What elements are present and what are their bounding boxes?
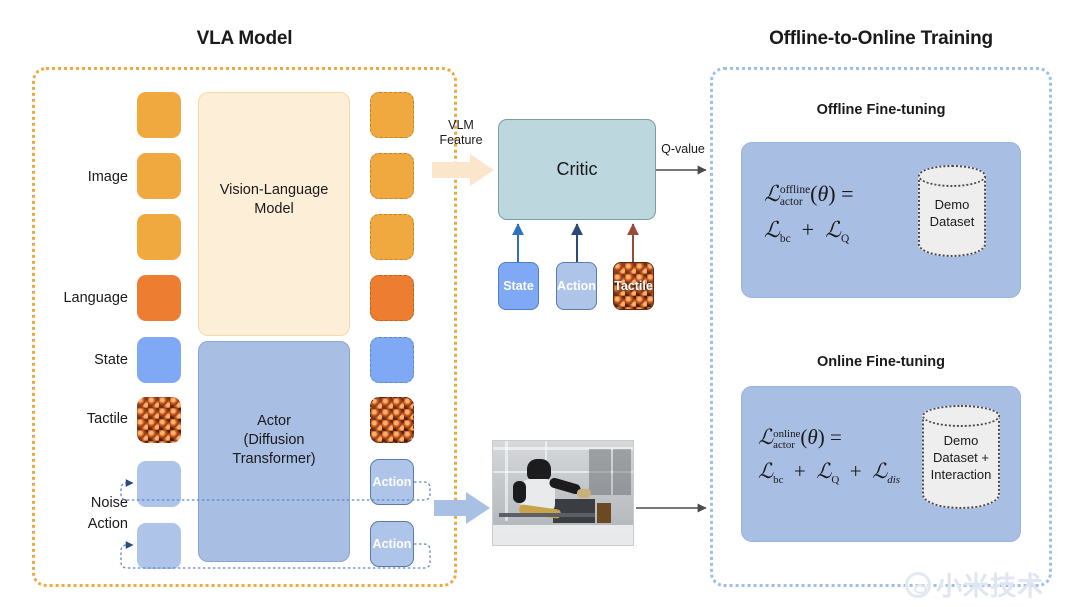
output-token-language	[370, 275, 414, 321]
actor-diffusion-transformer-block: Actor (Diffusion Transformer)	[198, 341, 350, 562]
output-token-state	[370, 337, 414, 383]
q-value-label: Q-value	[661, 142, 705, 156]
input-label-tactile: Tactile	[86, 411, 128, 427]
vlm-feature-label-line2: Feature	[439, 133, 483, 147]
input-label-noise-action: Action	[87, 516, 128, 532]
actor-label-line1: Actor	[257, 413, 291, 429]
output-token-image-3	[370, 214, 414, 260]
input-label-language: Language	[63, 290, 128, 306]
critic-input-tactile: Tactile	[613, 262, 654, 310]
input-token-tactile	[137, 397, 181, 443]
weibo-watermark: 小米技术	[905, 566, 1044, 603]
output-action-chip-1: Action	[370, 459, 414, 505]
input-token-language	[137, 275, 181, 321]
input-token-noise-2	[137, 523, 181, 569]
input-token-image-1	[137, 92, 181, 138]
vision-language-model-block: Vision-Language Model	[198, 92, 350, 336]
input-label-noise: Noise	[90, 495, 128, 511]
offline-to-online-panel	[710, 67, 1052, 587]
left-panel-title: VLA Model	[196, 28, 293, 49]
critic-input-action: Action	[556, 262, 597, 310]
demo-dataset-line2-online: Dataset +	[932, 450, 989, 465]
input-token-noise-1	[137, 461, 181, 507]
demo-dataset-line1-offline: Demo	[934, 197, 970, 212]
input-token-image-3	[137, 214, 181, 260]
demo-dataset-cylinder-offline: Demo Dataset	[918, 165, 986, 257]
watermark-text: 小米技术	[936, 572, 1045, 602]
critic-block: Critic	[498, 119, 656, 220]
weibo-logo-icon	[905, 571, 931, 598]
robot-photo	[492, 440, 634, 546]
output-action-chip-2: Action	[370, 521, 414, 567]
demo-dataset-cylinder-online: Demo Dataset + Interaction	[922, 405, 1000, 509]
vla-model-panel	[32, 67, 457, 587]
actor-label-line2: (Diffusion	[243, 432, 305, 449]
right-panel-title: Offline-to-Online Training	[769, 28, 993, 49]
output-token-image-1	[370, 92, 414, 138]
vlm-label-line1: Vision-Language	[219, 182, 329, 198]
demo-dataset-line2-offline: Dataset	[929, 214, 975, 229]
online-fine-tuning-title: Online Fine-tuning	[816, 354, 946, 370]
demo-dataset-line3-online: Interaction	[930, 467, 992, 482]
vlm-feature-label-line1: VLM	[448, 118, 474, 132]
demo-dataset-line1-online: Demo	[943, 433, 979, 448]
input-token-state	[137, 337, 181, 383]
output-token-image-2	[370, 153, 414, 199]
vlm-feature-label: VLM Feature	[426, 118, 496, 148]
input-label-image: Image	[87, 169, 128, 185]
output-token-tactile	[370, 397, 414, 443]
actor-label-line3: Transformer)	[232, 451, 316, 468]
input-token-image-2	[137, 153, 181, 199]
critic-input-state: State	[498, 262, 539, 310]
vlm-label-line2: Model	[254, 201, 294, 218]
input-label-state: State	[94, 352, 128, 368]
offline-fine-tuning-title: Offline Fine-tuning	[816, 102, 946, 118]
